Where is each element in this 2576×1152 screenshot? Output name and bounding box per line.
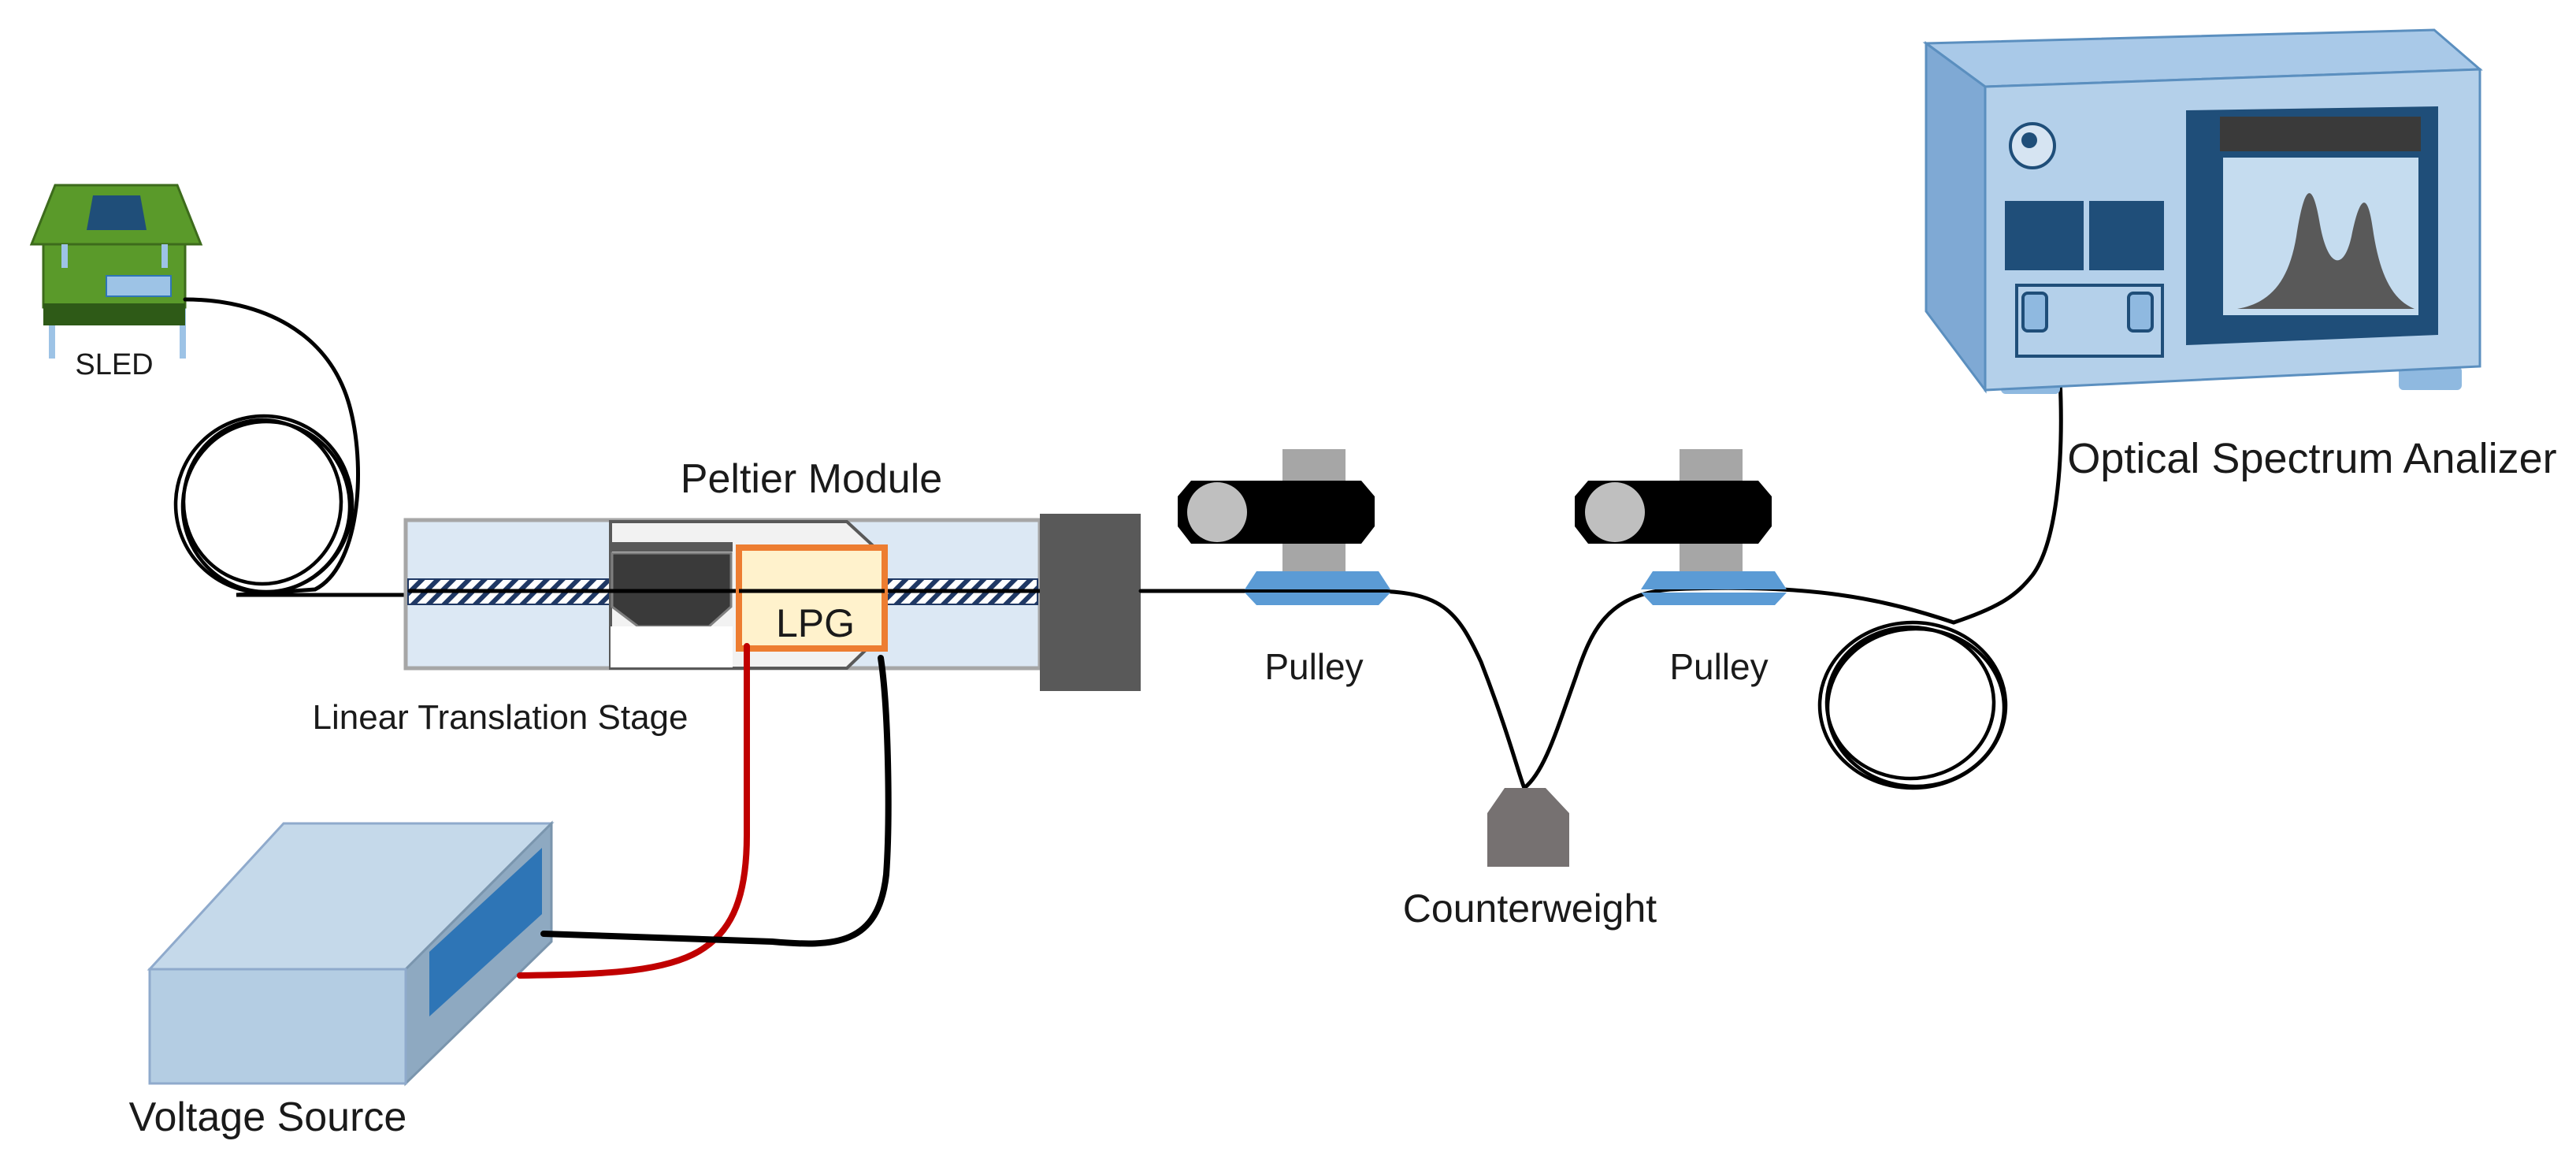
sled-fiber-coil bbox=[173, 414, 354, 595]
optical-spectrum-analyzer-device bbox=[1922, 28, 2483, 394]
sled-device bbox=[29, 184, 203, 359]
pulley-left-label: Pulley bbox=[1264, 646, 1363, 687]
lpg-label: LPG bbox=[776, 601, 855, 645]
osa-label: Optical Spectrum Analizer bbox=[2067, 435, 2556, 482]
pulley-right bbox=[1575, 449, 1787, 605]
sled-fiber bbox=[183, 297, 416, 597]
voltage-source-label: Voltage Source bbox=[129, 1094, 407, 1140]
stage-label: Linear Translation Stage bbox=[313, 698, 689, 737]
osa-fiber-coil bbox=[1817, 620, 2008, 790]
counterweight bbox=[1487, 788, 1569, 867]
pulley-right-label: Pulley bbox=[1669, 646, 1768, 687]
linear-translation-stage bbox=[403, 518, 1042, 671]
spectrum-trace bbox=[2237, 193, 2415, 309]
lpg-element bbox=[736, 544, 888, 652]
main-fiber bbox=[1138, 585, 1956, 791]
peltier-label: Peltier Module bbox=[681, 456, 942, 502]
counterweight-label: Counterweight bbox=[1403, 886, 1657, 931]
sled-label: SLED bbox=[75, 348, 153, 381]
voltage-source-device bbox=[147, 820, 555, 1087]
stage-end-clamp bbox=[1040, 514, 1141, 691]
pulley-left bbox=[1178, 449, 1390, 605]
black-wire bbox=[540, 655, 892, 947]
red-wire bbox=[517, 643, 750, 979]
